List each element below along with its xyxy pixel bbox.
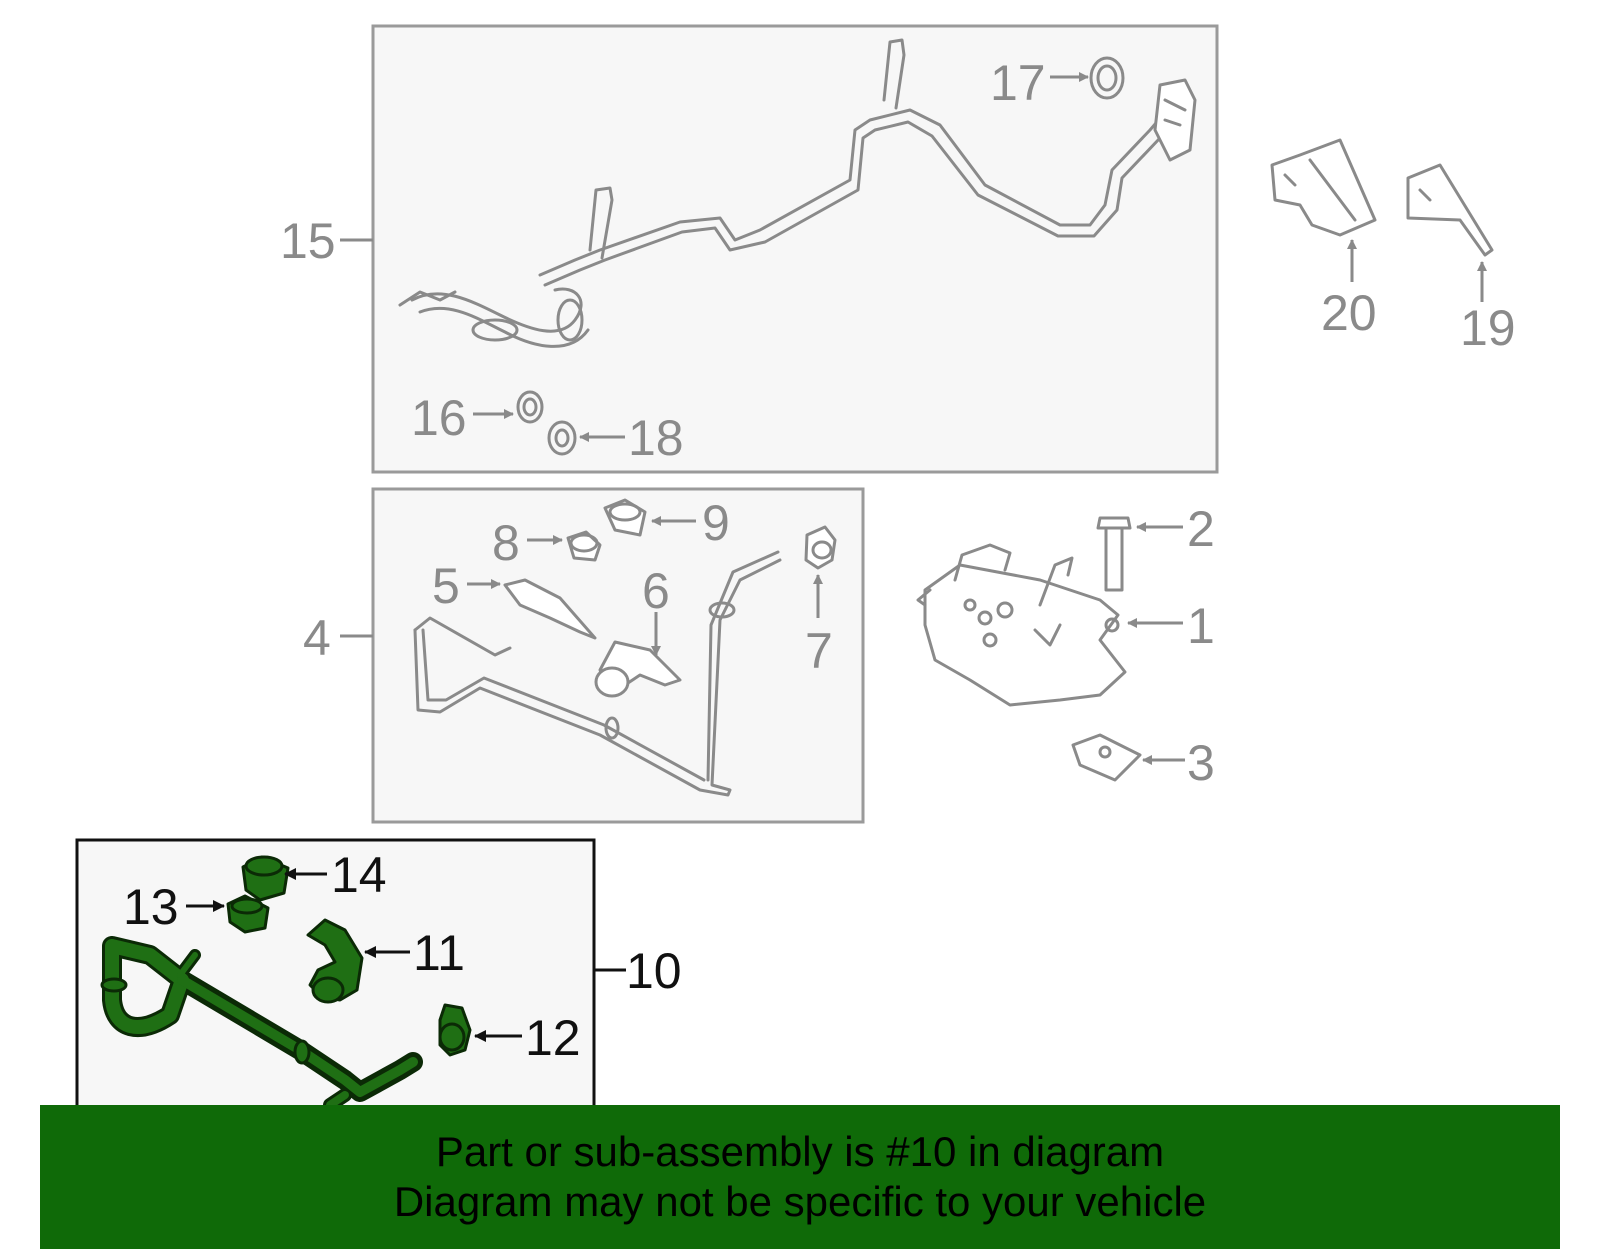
banner-line-1: Part or sub-assembly is #10 in diagram (435, 1128, 1165, 1175)
tube-assembly-10[interactable] (100, 936, 423, 1112)
callout-5: 5 (432, 558, 460, 614)
seal-13[interactable] (226, 894, 270, 934)
o-ring-18[interactable] (547, 420, 577, 456)
nut-3[interactable] (1071, 733, 1142, 782)
callout-13: 13 (123, 879, 179, 935)
seal-8[interactable] (566, 530, 602, 562)
callout-14: 14 (331, 847, 387, 903)
group-box-15: 17 16 18 (371, 24, 1219, 474)
callout-15: 15 (280, 213, 336, 269)
callout-19: 19 (1460, 300, 1516, 356)
callout-18: 18 (628, 410, 684, 466)
callout-20: 20 (1321, 285, 1377, 341)
bracket-19[interactable] (1406, 163, 1494, 257)
callout-16: 16 (411, 390, 467, 446)
callout-7: 7 (805, 623, 833, 679)
callout-2: 2 (1187, 501, 1215, 557)
clamp-11[interactable] (306, 918, 364, 1004)
callout-9: 9 (702, 495, 730, 551)
info-banner: Part or sub-assembly is #10 in diagram D… (40, 1105, 1560, 1249)
callout-12: 12 (525, 1010, 581, 1066)
insulator-5[interactable] (503, 578, 597, 640)
group-box-4: 5 6 7 8 9 (371, 487, 865, 824)
clamp-6[interactable] (594, 640, 682, 698)
seal-9[interactable] (603, 498, 647, 537)
seal-14[interactable] (241, 855, 290, 902)
callout-1: 1 (1187, 598, 1215, 654)
bolt-2[interactable] (1096, 516, 1132, 592)
callout-6: 6 (642, 563, 670, 619)
banner-line-2: Diagram may not be specific to your vehi… (393, 1178, 1207, 1225)
tube-assembly-4[interactable] (413, 550, 782, 797)
callout-17: 17 (990, 55, 1046, 111)
callout-11: 11 (413, 925, 465, 981)
clip-7[interactable] (804, 525, 837, 570)
o-ring-16[interactable] (516, 390, 544, 424)
callout-10: 10 (626, 943, 682, 999)
oil-cooler-1[interactable] (916, 543, 1127, 707)
clip-12[interactable] (438, 1003, 472, 1057)
callout-4: 4 (303, 610, 331, 666)
callout-3: 3 (1187, 735, 1215, 791)
ac-line-assembly[interactable] (398, 38, 1197, 348)
group-box-10: 14 13 11 12 (75, 838, 596, 1124)
callout-8: 8 (492, 515, 520, 571)
o-ring-17[interactable] (1089, 56, 1125, 100)
bracket-20[interactable] (1270, 138, 1377, 237)
